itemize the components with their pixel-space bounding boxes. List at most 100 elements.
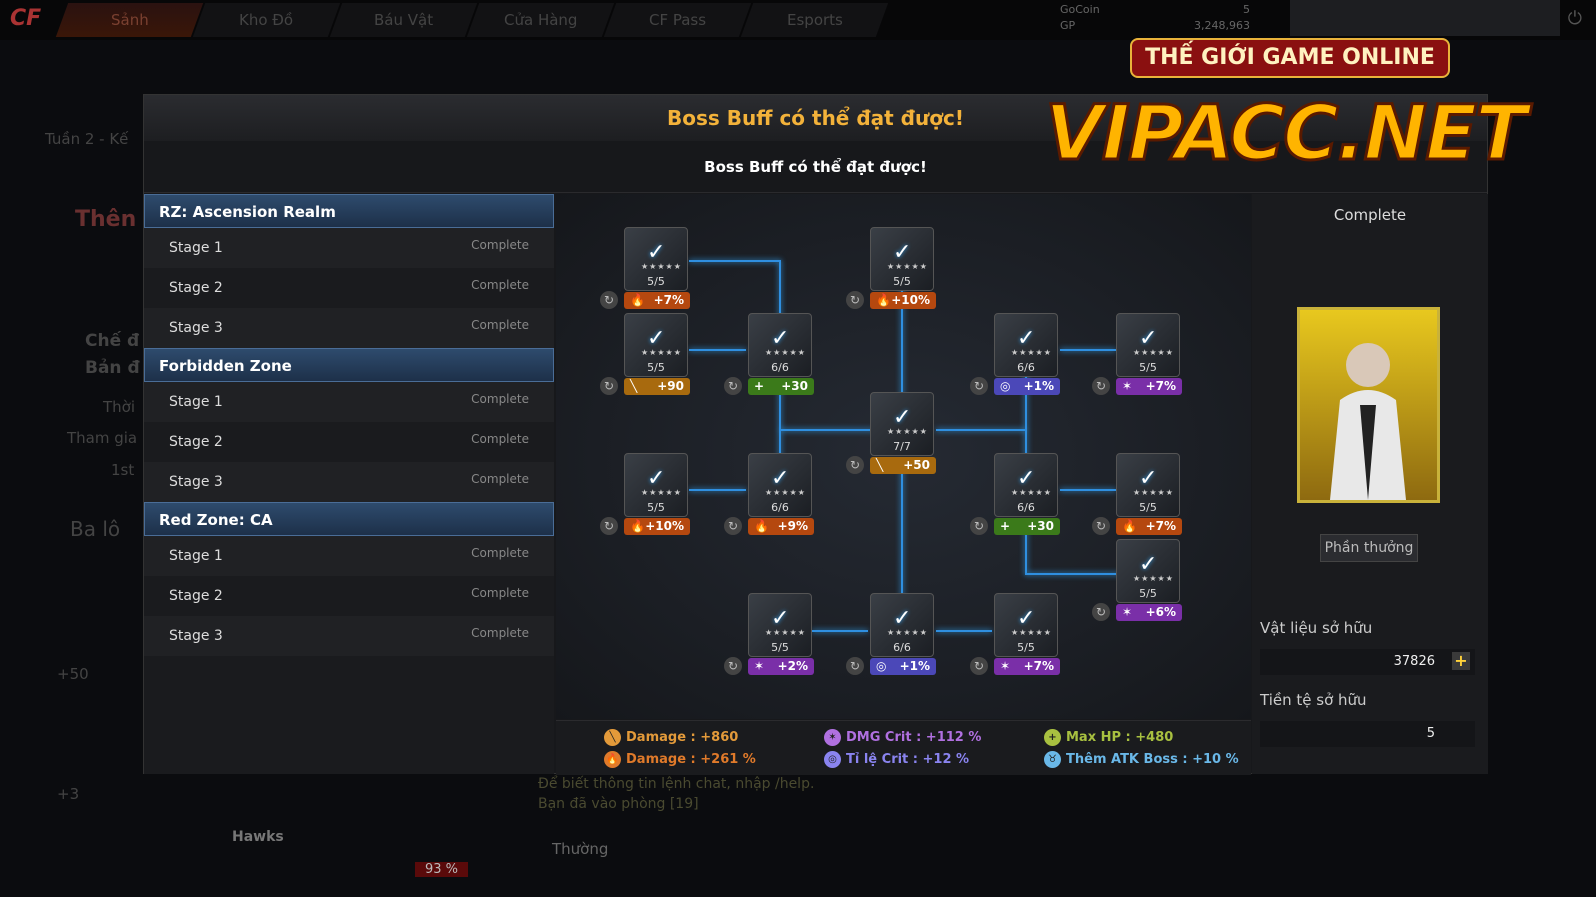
- boss-icon: ♉: [1044, 751, 1061, 768]
- node-count: 5/5: [647, 501, 665, 514]
- reset-icon[interactable]: ↻: [1092, 517, 1110, 535]
- buff-node[interactable]: ✓★★★★★5/5╲+90↻: [600, 313, 690, 395]
- reset-icon[interactable]: ↻: [724, 517, 742, 535]
- dialog-title: Boss Buff có thể đạt được!: [144, 95, 1487, 141]
- crit-icon: ✶: [1000, 659, 1011, 673]
- rate-icon: ◎: [824, 751, 841, 768]
- stat-line: 🔥Damage : +261 %: [604, 751, 756, 768]
- stat-line: ♉Thêm ATK Boss : +10 %: [1044, 751, 1239, 768]
- reset-icon[interactable]: ↻: [1092, 377, 1110, 395]
- check-icon: ✓: [771, 606, 790, 631]
- buff-node[interactable]: ✓★★★★★5/5✶+6%↻: [1092, 539, 1182, 621]
- reset-icon[interactable]: ↻: [724, 657, 742, 675]
- node-count: 7/7: [893, 440, 911, 453]
- gun-icon: ╲: [876, 458, 884, 472]
- chat-line: Để biết thông tin lệnh chat, nhập /help.: [538, 776, 815, 792]
- node-bonus: ++30: [748, 378, 814, 395]
- stage-status: Complete: [471, 586, 529, 600]
- node-bonus: ✶+7%: [994, 658, 1060, 675]
- team-name: Hawks: [232, 829, 284, 845]
- zone-header[interactable]: Red Zone: CA: [144, 502, 554, 536]
- buff-node[interactable]: ✓★★★★★5/5✶+7%↻: [1092, 313, 1182, 395]
- rate-icon: ◎: [876, 659, 887, 673]
- node-bonus: ✶+6%: [1116, 604, 1182, 621]
- reset-icon[interactable]: ↻: [846, 291, 864, 309]
- buff-node[interactable]: ✓★★★★★5/5🔥+10%↻: [600, 453, 690, 535]
- check-icon: ✓: [893, 405, 912, 430]
- buff-node[interactable]: ✓★★★★★5/5🔥+7%↻: [600, 227, 690, 309]
- zone-header[interactable]: RZ: Ascension Realm: [144, 194, 554, 228]
- watermark-tagline: THẾ GIỚI GAME ONLINE: [1130, 38, 1450, 78]
- reset-icon[interactable]: ↻: [600, 377, 618, 395]
- tab-treasure[interactable]: Báu Vật: [329, 3, 478, 37]
- stars-icon: ★★★★★: [641, 262, 682, 271]
- backpack-label[interactable]: Ba lô: [70, 517, 121, 541]
- tab-shop[interactable]: Cửa Hàng: [466, 3, 615, 37]
- character-portrait: [1330, 343, 1406, 500]
- power-icon[interactable]: ⏻: [1567, 8, 1582, 29]
- background-lobby: Tuần 2 - Kế Thên Chế đ Bản đ Thời Tham g…: [25, 125, 145, 845]
- node-bonus: 🔥+10%: [870, 292, 936, 309]
- ping-value: 93 %: [415, 862, 469, 877]
- buff-node[interactable]: ✓★★★★★5/5🔥+10%↻: [846, 227, 936, 309]
- node-bonus: ✶+7%: [1116, 378, 1182, 395]
- tab-esports[interactable]: Esports: [740, 3, 889, 37]
- buff-node[interactable]: ✓★★★★★5/5✶+2%↻: [724, 593, 814, 675]
- buff-node[interactable]: ✓★★★★★6/6++30 ↻: [970, 453, 1060, 535]
- stage-row[interactable]: Stage 2 Complete: [144, 576, 554, 616]
- tab-cf-pass[interactable]: CF Pass: [603, 3, 752, 37]
- bg-text: Chế đ: [85, 331, 140, 351]
- buff-node[interactable]: ✓★★★★★6/6◎+1%↻: [970, 313, 1060, 395]
- buff-node[interactable]: ✓★★★★★6/6++30↻: [724, 313, 814, 395]
- node-count: 5/5: [771, 641, 789, 654]
- boss-portrait: ✓★★★★★6/6: [994, 453, 1058, 517]
- stage-name: Stage 3: [169, 320, 223, 336]
- reward-button[interactable]: Phần thưởng: [1320, 534, 1418, 562]
- reset-icon[interactable]: ↻: [724, 377, 742, 395]
- zone-header[interactable]: Forbidden Zone: [144, 348, 554, 382]
- status-label: Complete: [1333, 206, 1407, 224]
- node-count: 6/6: [771, 501, 789, 514]
- add-materials-button[interactable]: +: [1452, 652, 1470, 670]
- stage-status: Complete: [471, 472, 529, 486]
- node-count: 5/5: [647, 275, 665, 288]
- stage-name: Stage 2: [169, 588, 223, 604]
- reset-icon[interactable]: ↻: [600, 291, 618, 309]
- chat-mode[interactable]: Thường: [552, 840, 609, 858]
- buff-node[interactable]: ✓★★★★★6/6◎+1%↻: [846, 593, 936, 675]
- reset-icon[interactable]: ↻: [1092, 603, 1110, 621]
- buff-node[interactable]: ✓★★★★★5/5✶+7%↻: [970, 593, 1060, 675]
- stage-name: Stage 1: [169, 394, 223, 410]
- buff-node[interactable]: ✓★★★★★7/7╲+50↻: [846, 392, 936, 474]
- buff-node[interactable]: ✓★★★★★5/5🔥+7%↻: [1092, 453, 1182, 535]
- stage-row[interactable]: Stage 3 Complete: [144, 462, 554, 502]
- reset-icon[interactable]: ↻: [600, 517, 618, 535]
- check-icon: ✓: [1017, 466, 1036, 491]
- bg-text: 1st: [111, 461, 135, 479]
- total-stats: ╲Damage : +860🔥Damage : +261 %✶DMG Crit …: [556, 720, 1251, 775]
- tab-inventory[interactable]: Kho Đồ: [192, 3, 341, 37]
- reset-icon[interactable]: ↻: [970, 517, 988, 535]
- stage-name: Stage 3: [169, 474, 223, 490]
- tab-lobby[interactable]: Sảnh: [55, 3, 204, 37]
- fire-icon: 🔥: [630, 293, 645, 307]
- check-icon: ✓: [1139, 326, 1158, 351]
- reset-icon[interactable]: ↻: [846, 456, 864, 474]
- buff-node[interactable]: ✓★★★★★6/6🔥+9%↻: [724, 453, 814, 535]
- reset-icon[interactable]: ↻: [846, 657, 864, 675]
- node-bonus: ++30: [994, 518, 1060, 535]
- reset-icon[interactable]: ↻: [970, 657, 988, 675]
- fire-icon: 🔥: [1122, 519, 1137, 533]
- gocoin-value: 5: [1243, 3, 1250, 16]
- boss-portrait: ✓★★★★★5/5: [748, 593, 812, 657]
- stage-name: Stage 1: [169, 548, 223, 564]
- node-count: 5/5: [1139, 587, 1157, 600]
- reset-icon[interactable]: ↻: [970, 377, 988, 395]
